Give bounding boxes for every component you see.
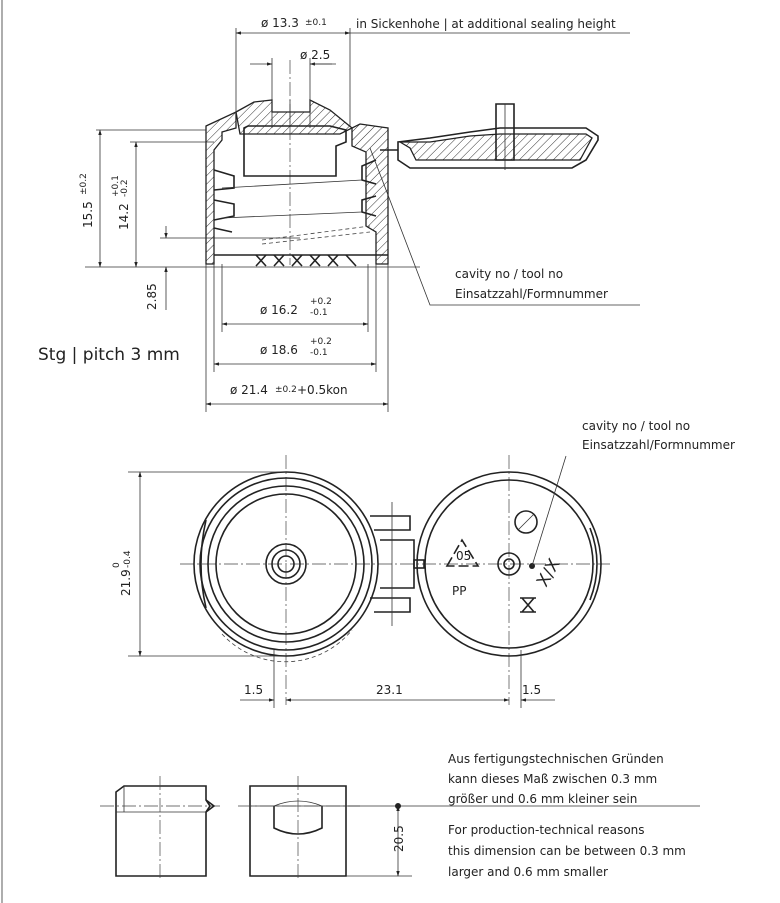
pitch-note: Stg | pitch 3 mm	[38, 345, 180, 365]
note-de-1: Aus fertigungstechnischen Gründen	[448, 752, 664, 766]
note-en-1: For production-technical reasons	[448, 823, 645, 837]
material-label: PP	[452, 584, 466, 598]
recycle-code: 05	[456, 549, 471, 563]
dim-15-right: 1.5	[522, 683, 541, 697]
plan-cavity-note-1: cavity no / tool no	[582, 419, 690, 433]
cavity-note-1: cavity no / tool no	[455, 267, 563, 281]
cap-top	[235, 98, 354, 135]
dim-h219: 21.9	[119, 569, 133, 596]
dim-h155-tol: ±0.2	[79, 173, 89, 195]
dim-d214: ø 21.4	[230, 383, 268, 397]
sealing-note: in Sickenhohe | at additional sealing he…	[356, 17, 616, 31]
dim-d133: ø 13.3	[261, 16, 299, 30]
inner-plug	[243, 125, 347, 177]
dim-d214-tol: ±0.2	[275, 385, 297, 395]
plan-view	[128, 455, 610, 708]
note-de-2: kann dieses Maß zwischen 0.3 mm	[448, 772, 657, 786]
dim-h142-tol-lo: -0.2	[120, 179, 130, 197]
dim-h142-tol-up: +0.1	[111, 175, 121, 197]
lid-plug	[495, 103, 515, 161]
cavity-note-2: Einsatzzahl/Formnummer	[455, 287, 608, 301]
dim-h285: 2.85	[145, 283, 159, 310]
cavity-mark: X/X	[533, 555, 565, 590]
side-views	[100, 776, 700, 880]
flip-lid	[397, 127, 599, 169]
tool-mark-icon	[514, 510, 538, 534]
cap-left-wall	[205, 110, 237, 265]
dim-15-left: 1.5	[244, 683, 263, 697]
plan-cavity-note-2: Einsatzzahl/Formnummer	[582, 438, 735, 452]
dim-h155: 15.5	[81, 201, 95, 228]
cap-right-wall	[351, 123, 389, 265]
dim-d162: ø 16.2	[260, 303, 298, 317]
note-de-3: größer und 0.6 mm kleiner sein	[448, 792, 637, 806]
dim-d186-tol-up: +0.2	[310, 337, 332, 347]
side-view-left	[115, 785, 211, 877]
note-en-2: this dimension can be between 0.3 mm	[448, 844, 686, 858]
thread-left	[213, 169, 235, 233]
note-en-3: larger and 0.6 mm smaller	[448, 865, 608, 879]
bottom-ribs	[214, 254, 388, 267]
recycle-symbol-icon	[445, 538, 480, 567]
lid-outer-circle	[416, 471, 602, 657]
dim-d133-tol: ±0.1	[305, 18, 327, 28]
dim-h205: 20.5	[392, 825, 406, 852]
dim-d186-tol-lo: -0.1	[310, 348, 328, 358]
dim-d214-suffix: +0.5kon	[297, 383, 348, 397]
dim-h142: 14.2	[117, 203, 131, 230]
dim-d162-tol-up: +0.2	[310, 297, 332, 307]
dim-h219-tol-up: 0	[112, 562, 122, 568]
thread-right	[361, 159, 377, 217]
dim-d162-tol-lo: -0.1	[310, 308, 328, 318]
dim-d186: ø 18.6	[260, 343, 298, 357]
section-view	[85, 28, 640, 412]
dim-d25: ø 2.5	[300, 48, 330, 62]
dim-231: 23.1	[376, 683, 403, 697]
dim-h219-tol-lo: -0.4	[123, 550, 133, 568]
cavity-glyph-icon	[520, 597, 536, 613]
